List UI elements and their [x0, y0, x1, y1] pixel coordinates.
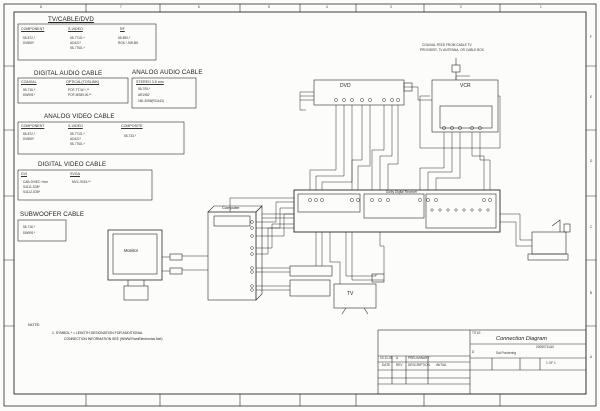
border-letter: D [590, 159, 593, 163]
border-letter: B [590, 291, 593, 295]
tv-label: TV [347, 291, 354, 297]
receiver-label: Dolby Digital Receiver [386, 190, 418, 194]
column-header: S-VIDEO [68, 124, 83, 128]
coax-feed-label: COAXIAL FEED FROM CABLE TV [422, 43, 472, 47]
drawing-title: Connection Diagram [496, 336, 547, 342]
part-number: MVC-9015-** [72, 180, 91, 184]
section-title: ANALOG AUDIO CABLE [132, 69, 203, 76]
part-number: POF-TT-W-*-** [68, 88, 90, 92]
border-number: 4 [326, 5, 328, 9]
monitor-label: Monitor [124, 248, 138, 253]
size-label: D [472, 350, 475, 354]
part-number: S4112-S38* [23, 190, 40, 194]
border-letter: E [590, 95, 593, 99]
column-header: S-VIDEO [68, 27, 83, 31]
vcr-label: VCR [460, 83, 471, 89]
rev-letter: A [396, 356, 399, 360]
part-number: POF-MS89-W-** [68, 93, 92, 97]
drawing-number: 20050711A0 [536, 345, 554, 349]
part-number: CAB-DVIEC-*mm [23, 180, 48, 184]
coax-feed-label: PROVIDER, TV ANTENNA, OR CABLE BOX [420, 48, 484, 52]
section-title: SUBWOOFER CABLE [20, 211, 85, 218]
column-header: COMPONENT [21, 27, 45, 31]
section-title: TV/CABLE/DVD [48, 16, 94, 23]
column-header: DVI [21, 172, 27, 176]
border-number: 3 [390, 5, 392, 9]
rev-header-initial: INITIAL [436, 363, 447, 367]
note-text: 1. SYMBOL * = LENGTH DESIGNATION FOR ADD… [52, 331, 143, 335]
border-number: 7 [120, 5, 122, 9]
column-header: RF [120, 27, 125, 31]
rev-header-description: DESCRIPTION [408, 363, 430, 367]
part-number: 55-872-* [23, 36, 36, 40]
part-number: 55-705-* [138, 87, 151, 91]
part-number: 55-716-* [23, 225, 36, 229]
note-label: NOTE: [28, 322, 41, 327]
rev-header-rev: REV [396, 363, 403, 367]
border-letter: A [590, 355, 593, 359]
section-title: DIGITAL AUDIO CABLE [34, 70, 103, 77]
column-header: STEREO 3.5 mm [136, 80, 164, 84]
border-letter: C [590, 225, 593, 229]
part-number: 55-890-* [118, 36, 131, 40]
border-number: 1 [540, 5, 542, 9]
border-number: 5 [268, 5, 270, 9]
part-number: 180-3055(RCA43) [138, 99, 164, 103]
part-number: 55-872-* [23, 132, 36, 136]
rev-description: PRELIMINARY [408, 356, 430, 360]
rev-date: 10-11-05 [380, 356, 393, 360]
sheet-number: 1 OF 1 [546, 361, 556, 365]
section-title: DIGITAL VIDEO CABLE [38, 161, 107, 168]
border-number: 2 [460, 5, 462, 9]
part-number: DW991* [23, 231, 35, 235]
note-text: CONNECTION INFORMATION SEE (WWW.RamElect… [64, 337, 163, 341]
part-number: 55-771G-* [70, 36, 85, 40]
border-letter: F [590, 35, 592, 39]
part-number: DV860* [23, 137, 34, 141]
part-number: AD421* [70, 137, 81, 141]
column-header: SVGA [70, 172, 80, 176]
rev-header-date: DATE [382, 363, 391, 367]
column-header: OPTICAL(TOSLINK) [66, 80, 100, 84]
border-number: 6 [198, 5, 200, 9]
column-header: COMPOSITE [121, 124, 143, 128]
part-number: 55-776G-* [70, 46, 85, 50]
computer-label: Computer [222, 205, 240, 210]
column-header: COAXIAL [21, 80, 37, 84]
part-number: AR1982 [138, 93, 150, 97]
part-number: RG6-*-SW-BK [118, 41, 139, 45]
part-number: DW991* [23, 93, 35, 97]
section-title: ANALOG VIDEO CABLE [44, 113, 115, 120]
part-number: DV860* [23, 41, 34, 45]
part-number: 55-733-* [124, 134, 137, 138]
drawn-by: Sal Pondering [496, 351, 517, 355]
part-number: 55-776G-* [70, 142, 85, 146]
column-header: COMPONENT [21, 124, 45, 128]
part-number: 55-771G-* [70, 132, 85, 136]
title-field-label: TITLE [472, 331, 481, 335]
part-number: AD421* [70, 41, 81, 45]
dvd-label: DVD [340, 83, 351, 89]
part-number: 55-716-* [23, 88, 36, 92]
part-number: S4111-S38* [23, 185, 40, 189]
border-number: 8 [40, 5, 42, 9]
